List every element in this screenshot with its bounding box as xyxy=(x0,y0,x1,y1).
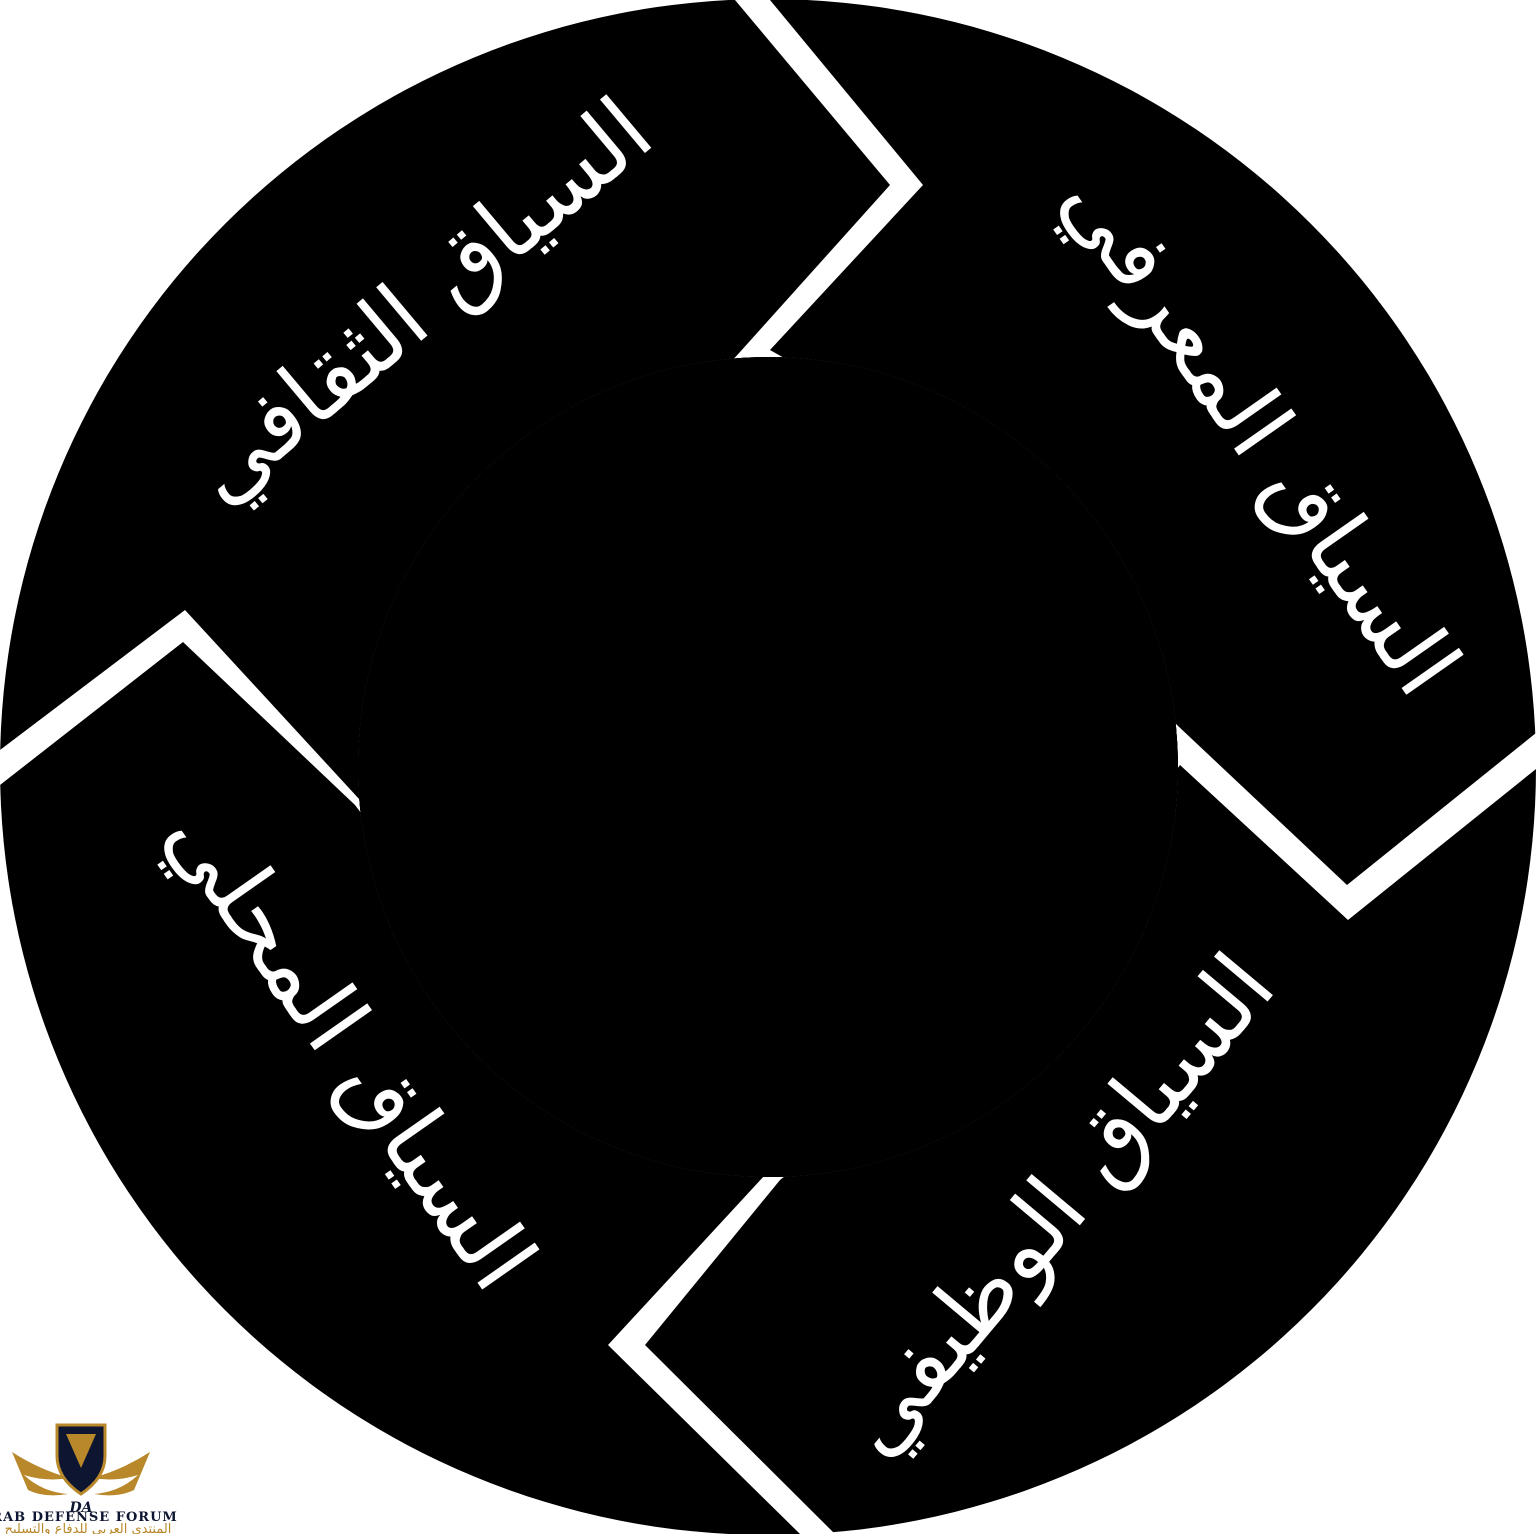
watermark-subtitle: المنتدى العربي للدفاع والتسليح xyxy=(5,1522,172,1534)
watermark-title: ARAB DEFENSE FORUM xyxy=(0,1510,178,1525)
wing-left-icon xyxy=(12,1452,70,1496)
wing-right-icon xyxy=(92,1452,150,1496)
watermark-mark: DA xyxy=(68,1500,92,1516)
segment-bottom-left xyxy=(0,357,1178,1534)
forum-watermark-logo: DA ARAB DEFENSE FORUM المنتدى العربي للد… xyxy=(0,1423,178,1534)
center-label: الترجمة xyxy=(487,670,1049,845)
shield-emblem-icon xyxy=(66,1434,96,1468)
